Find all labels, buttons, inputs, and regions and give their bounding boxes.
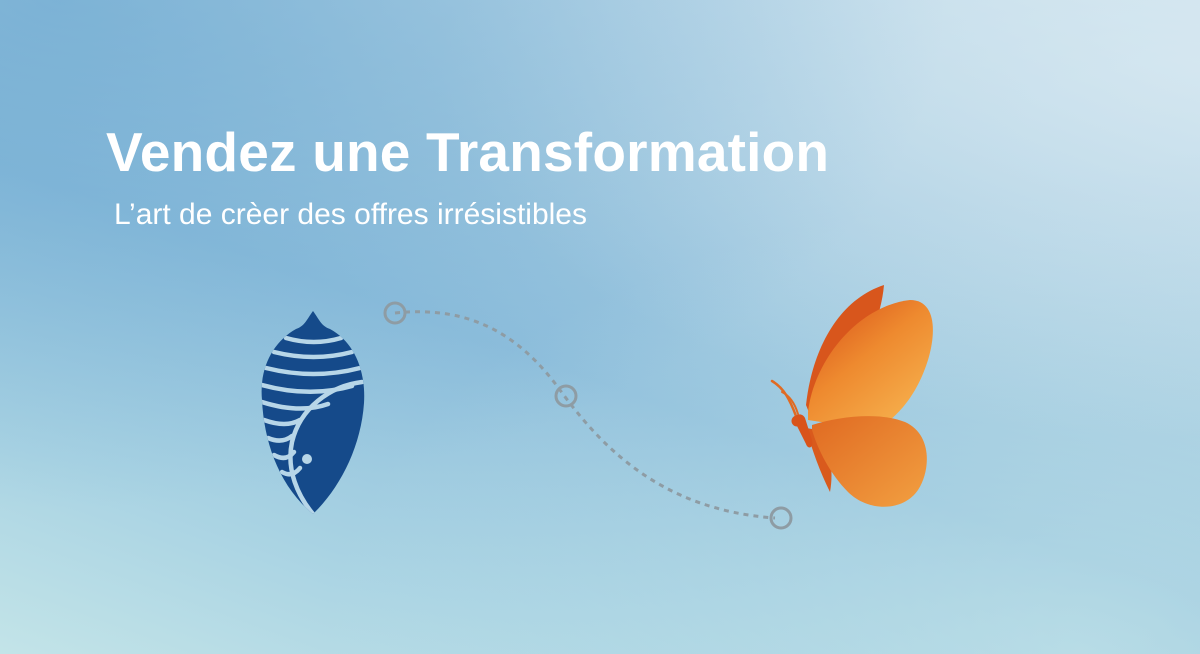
- path-node-middle: [554, 384, 578, 408]
- chrysalis-icon: [261, 311, 365, 514]
- page-subtitle: L’art de crèer des offres irrésistibles: [114, 198, 587, 231]
- butterfly-icon: [770, 285, 933, 507]
- path-node-end: [769, 506, 793, 530]
- page-title: Vendez une Transformation: [106, 121, 830, 183]
- dotted-path: [383, 301, 793, 530]
- path-node-start: [383, 301, 407, 325]
